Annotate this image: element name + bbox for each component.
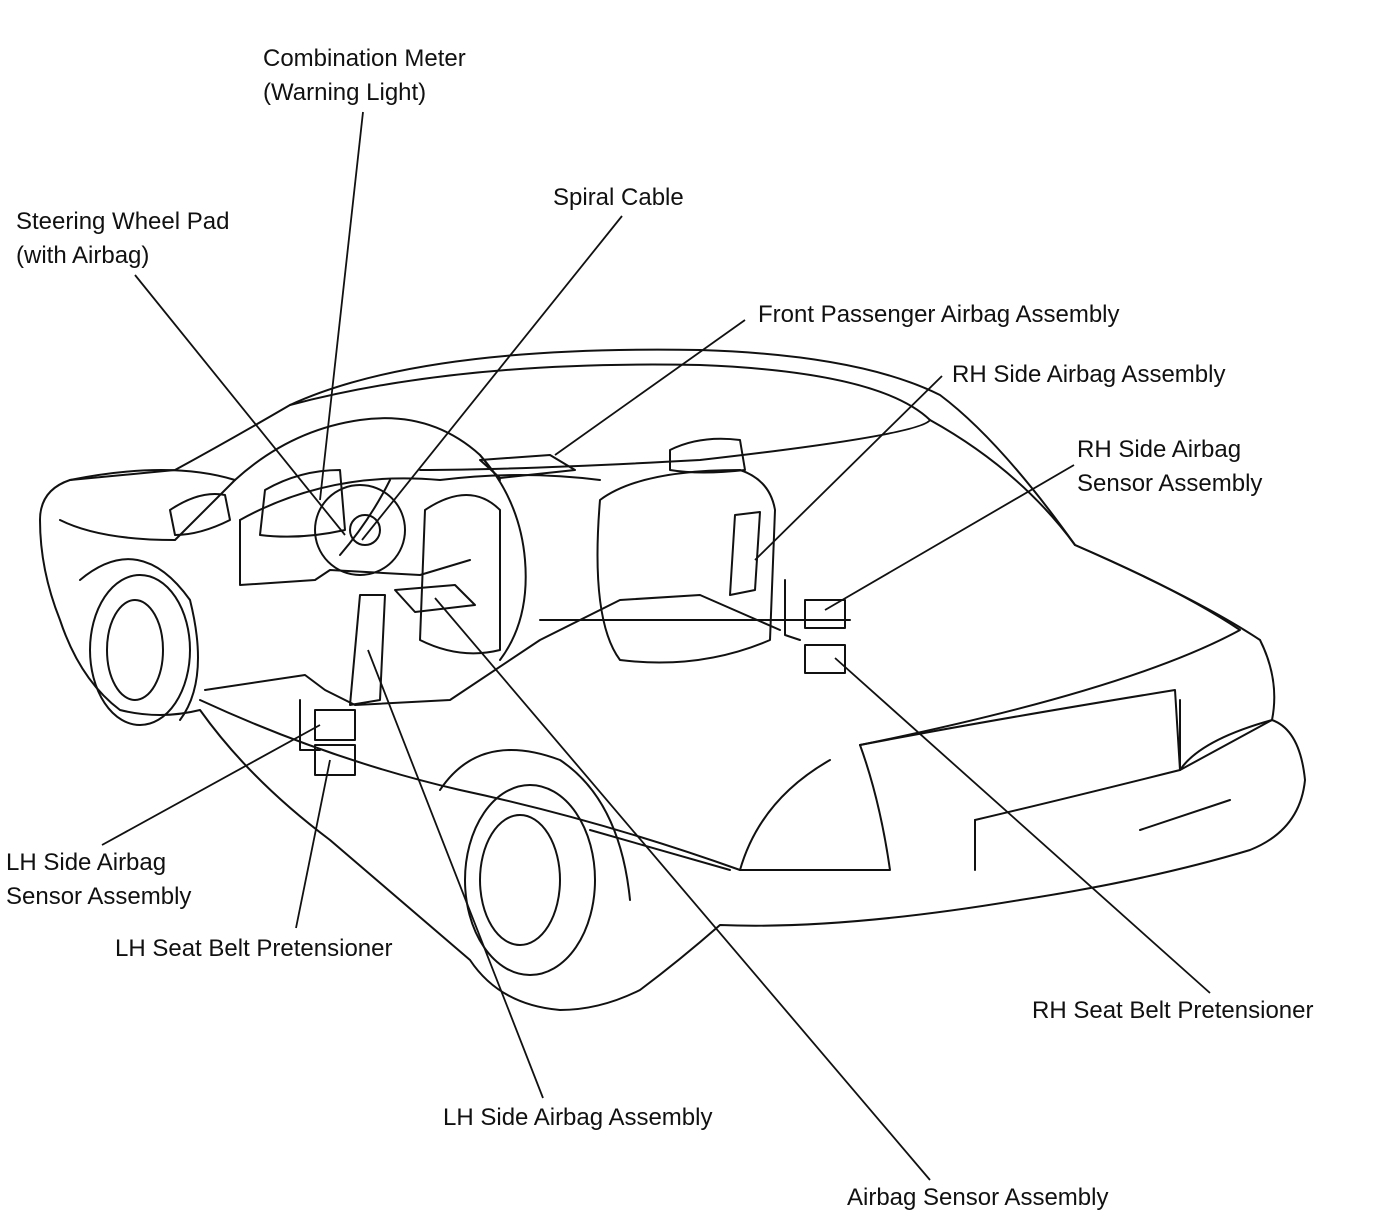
leader-rh-seat-belt-pretensioner xyxy=(834,657,1211,994)
label-line: LH Side Airbag Assembly xyxy=(443,1104,713,1131)
leader-airbag-sensor xyxy=(434,597,931,1181)
spiral-cable-column xyxy=(339,479,391,556)
front-wheel xyxy=(89,574,191,726)
airbag-sensor-module xyxy=(394,584,476,613)
leader-lines xyxy=(101,111,1211,1181)
label-line: RH Seat Belt Pretensioner xyxy=(1032,997,1314,1024)
rear-bumper xyxy=(1179,719,1273,771)
roof-line xyxy=(289,363,931,471)
floor-harness xyxy=(204,594,781,706)
driver-seat xyxy=(419,494,501,655)
label-steering-wheel-pad: Steering Wheel Pad (with Airbag) xyxy=(16,205,229,273)
passenger-airbag-module xyxy=(479,454,576,479)
leader-spiral-cable xyxy=(361,215,623,541)
steering-wheel xyxy=(314,484,406,576)
tail-light xyxy=(739,744,891,871)
rh-side-airbag-module xyxy=(729,511,761,596)
steering-hub xyxy=(349,514,381,546)
dash-harness xyxy=(239,519,471,586)
label-front-passenger-airbag: Front Passenger Airbag Assembly xyxy=(758,298,1120,332)
windshield xyxy=(234,417,501,481)
rear-wheel-hub xyxy=(479,814,561,946)
label-line: Airbag Sensor Assembly xyxy=(847,1184,1109,1211)
label-line: LH Side Airbag xyxy=(6,849,167,876)
label-rh-seat-belt-pretensioner: RH Seat Belt Pretensioner xyxy=(1032,994,1313,1028)
side-mirror xyxy=(169,493,231,536)
lh-bracket xyxy=(299,699,321,751)
leader-lh-seat-belt-pretensioner xyxy=(295,759,331,929)
label-rh-side-airbag: RH Side Airbag Assembly xyxy=(952,358,1225,392)
front-wheel-arch xyxy=(79,558,199,721)
label-line: Sensor Assembly xyxy=(6,883,192,910)
trunk-lid xyxy=(859,419,1241,746)
dashboard xyxy=(239,474,601,521)
leader-lh-side-airbag-sensor xyxy=(101,724,321,846)
lh-side-sensor-box xyxy=(314,709,356,741)
leader-combination-meter xyxy=(319,111,364,501)
label-line: Spiral Cable xyxy=(553,184,684,211)
car-body xyxy=(39,348,1306,1011)
label-spiral-cable: Spiral Cable xyxy=(553,181,684,215)
label-line: Front Passenger Airbag Assembly xyxy=(758,301,1120,328)
a-pillar xyxy=(479,454,527,661)
label-line: LH Seat Belt Pretensioner xyxy=(115,935,393,962)
lh-side-airbag-module xyxy=(349,594,386,706)
side-molding xyxy=(589,829,731,871)
rear-bumper-line xyxy=(1139,799,1231,831)
trunk-side xyxy=(859,689,1181,821)
leader-steering-wheel-pad xyxy=(134,274,346,536)
front-wheel-hub xyxy=(106,599,164,701)
rear-seat xyxy=(596,469,776,664)
door-sill xyxy=(199,699,741,871)
label-line: Sensor Assembly xyxy=(1077,470,1263,497)
leader-front-passenger-airbag xyxy=(554,319,746,456)
leader-rh-side-airbag xyxy=(754,375,943,561)
rear-headrest xyxy=(669,437,746,474)
label-lh-side-airbag: LH Side Airbag Assembly xyxy=(443,1101,712,1135)
label-lh-seat-belt-pretensioner: LH Seat Belt Pretensioner xyxy=(115,932,393,966)
lh-pretensioner-box xyxy=(314,744,356,776)
rear-wheel-arch xyxy=(439,749,631,901)
label-airbag-sensor: Airbag Sensor Assembly xyxy=(847,1181,1108,1215)
label-line: (with Airbag) xyxy=(16,242,150,269)
label-lh-side-airbag-sensor: LH Side Airbag Sensor Assembly xyxy=(6,846,191,914)
label-line: RH Side Airbag Assembly xyxy=(952,361,1226,388)
label-rh-side-airbag-sensor: RH Side Airbag Sensor Assembly xyxy=(1077,433,1262,501)
label-line: Combination Meter xyxy=(263,45,466,72)
leader-rh-side-airbag-sensor xyxy=(824,464,1075,611)
rh-side-sensor-box xyxy=(804,599,846,629)
rear-wheel xyxy=(464,784,596,976)
leader-lh-side-airbag xyxy=(367,649,544,1099)
label-combination-meter: Combination Meter (Warning Light) xyxy=(263,42,466,110)
rh-bracket xyxy=(784,579,801,641)
rear-panel xyxy=(1179,699,1273,771)
rh-pretensioner-box xyxy=(804,644,846,674)
instrument-cluster xyxy=(259,469,346,538)
label-line: (Warning Light) xyxy=(263,79,427,106)
body-outline xyxy=(39,348,1306,1011)
label-line: Steering Wheel Pad xyxy=(16,208,230,235)
label-line: RH Side Airbag xyxy=(1077,436,1242,463)
